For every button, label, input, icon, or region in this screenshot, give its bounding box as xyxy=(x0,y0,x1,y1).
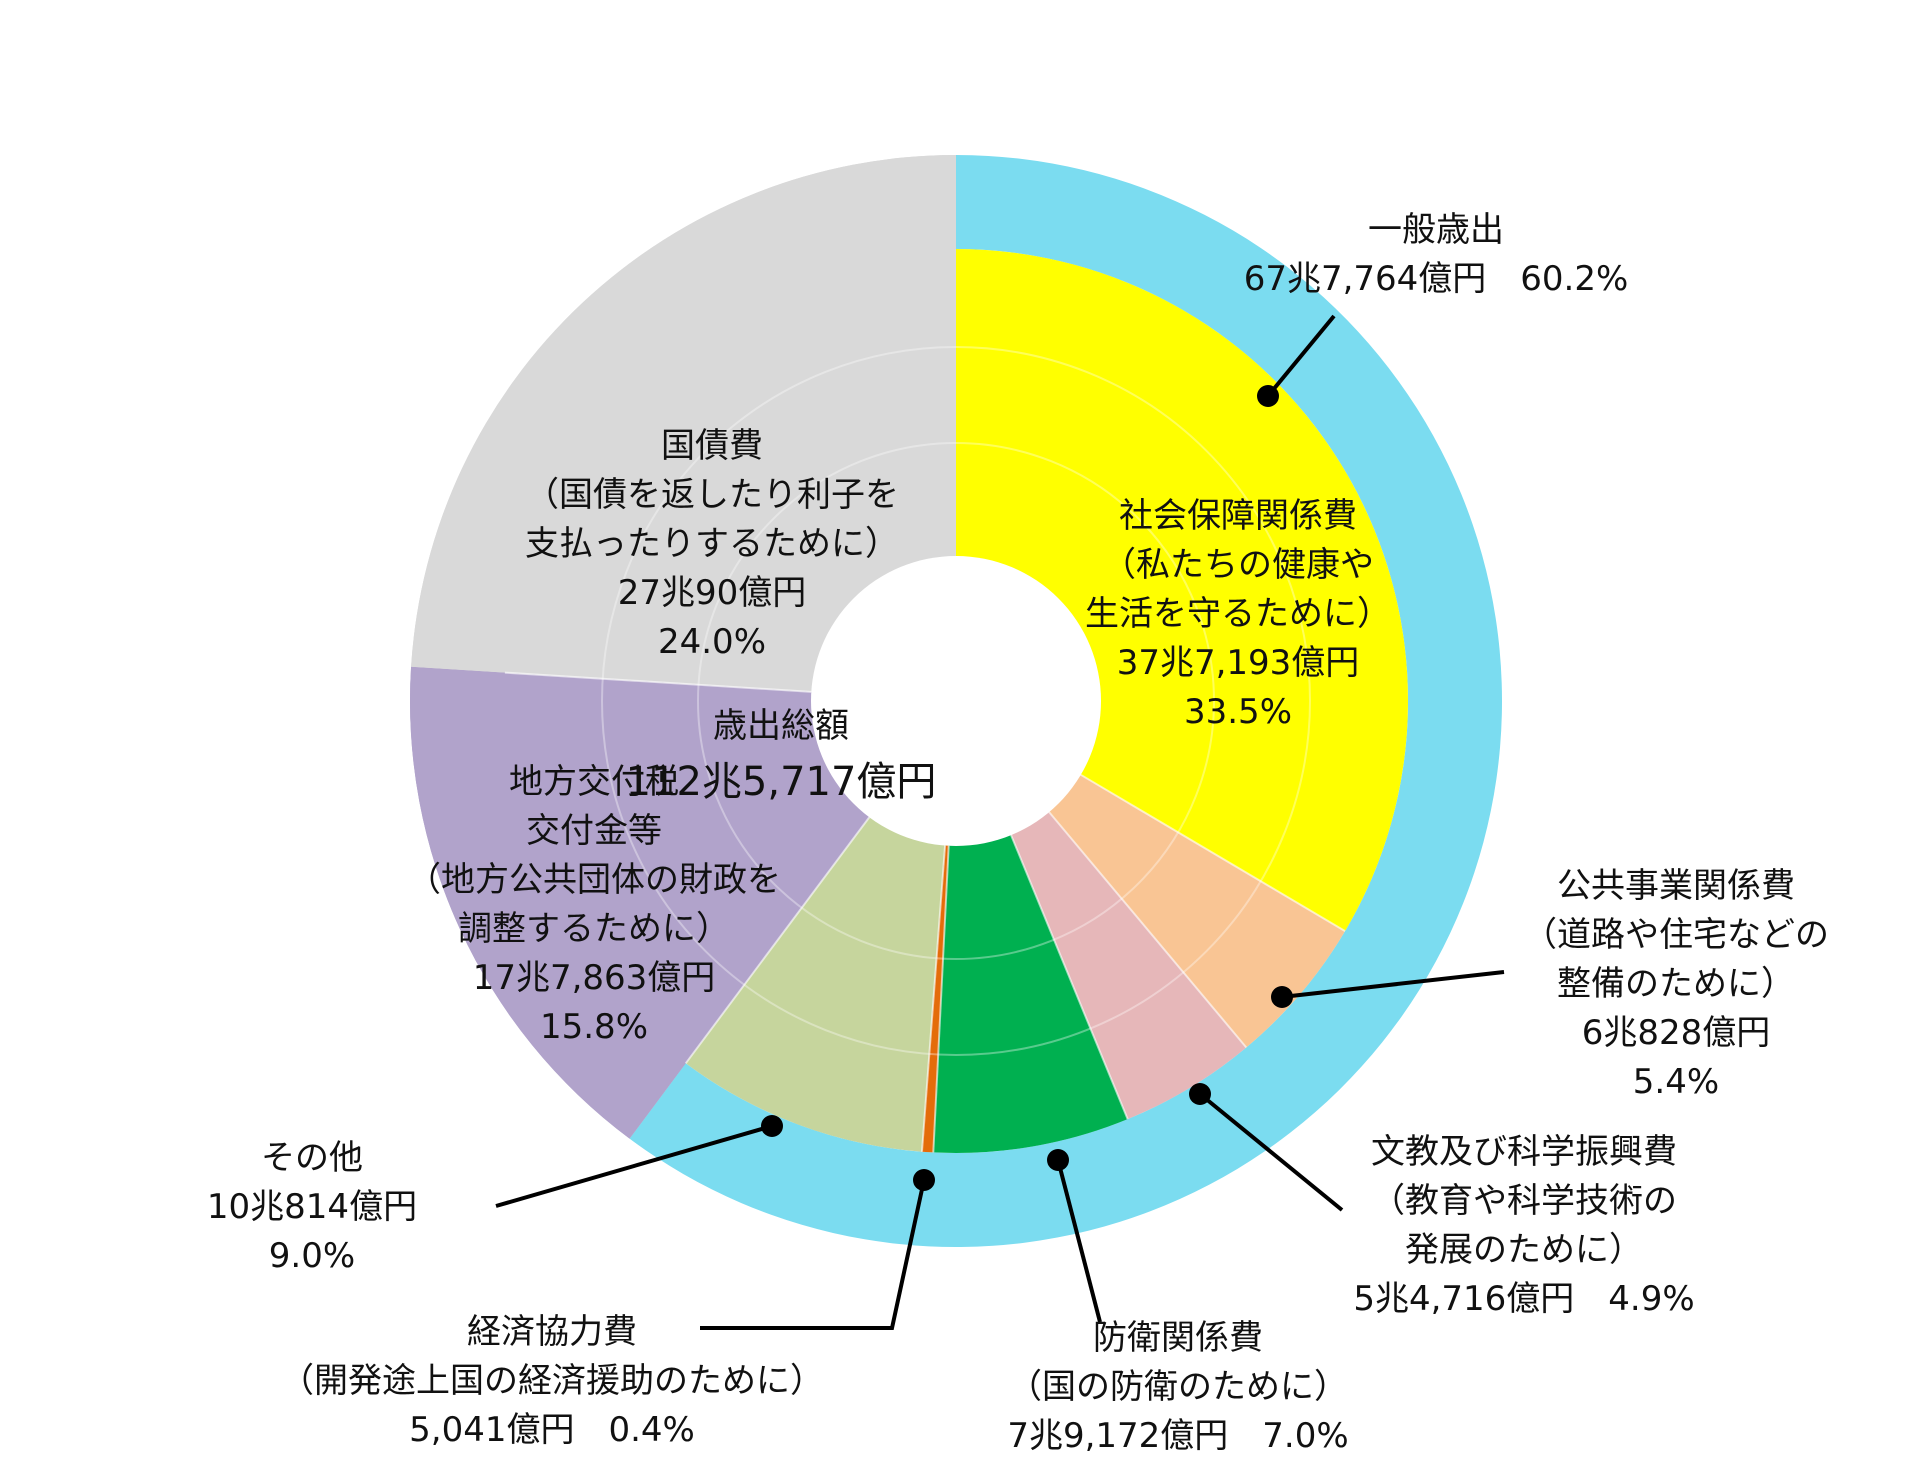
label-local: 地方交付税 交付金等 （地方公共団体の財政を 調整するために） 17兆7,863… xyxy=(374,758,814,1052)
leader-line-education xyxy=(1198,1092,1344,1212)
label-public-works-percent: 5.4% xyxy=(1632,1062,1720,1102)
label-debt-percent: 24.0% xyxy=(657,622,766,662)
label-debt-name: 国債費 xyxy=(661,426,763,466)
leader-dot-economic xyxy=(913,1169,935,1191)
center-hole xyxy=(811,556,1101,846)
label-general-value: 67兆7,764億円 60.2% xyxy=(1243,259,1629,299)
center-total: 112兆5,717億円 xyxy=(625,759,937,805)
label-social-percent: 33.5% xyxy=(1183,692,1292,732)
leader-line-defense xyxy=(1056,1159,1102,1323)
slice-border-7 xyxy=(504,671,812,693)
slice-border-2 xyxy=(1048,811,1248,1049)
label-education-name: 文教及び科学振興費 xyxy=(1371,1132,1677,1172)
slice-7 xyxy=(411,155,956,701)
slice-border-4 xyxy=(932,845,950,1153)
label-public-works-amount: 6兆828億円 xyxy=(1581,1013,1771,1053)
leader-dot-public-works xyxy=(1271,986,1293,1008)
leader-dot-education xyxy=(1189,1083,1211,1105)
label-local-name-2: 交付金等 xyxy=(526,811,662,851)
leader-dot-other xyxy=(761,1115,783,1137)
label-other-amount: 10兆814億円 xyxy=(206,1187,418,1227)
label-debt: 国債費 （国債を返したり利子を 支払ったりするために） 27兆90億円 24.0… xyxy=(492,422,932,667)
label-public-works-desc-1: （道路や住宅などの xyxy=(1523,915,1829,955)
label-debt-desc-1: （国債を返したり利子を xyxy=(525,475,899,515)
center-label: 歳出総額 112兆5,717億円 xyxy=(591,698,971,810)
label-public-works: 公共事業関係費 （道路や住宅などの 整備のために） 6兆828億円 5.4% xyxy=(1456,862,1896,1107)
leader-line-public-works xyxy=(1281,970,1505,999)
label-defense: 防衛関係費 （国の防衛のために） 7兆9,172億円 7.0% xyxy=(938,1314,1418,1461)
label-general-name: 一般歳出 xyxy=(1368,210,1504,250)
label-defense-desc: （国の防衛のために） xyxy=(1008,1367,1348,1407)
label-social-amount: 37兆7,193億円 xyxy=(1116,643,1360,683)
label-social: 社会保障関係費 （私たちの健康や 生活を守るために） 37兆7,193億円 33… xyxy=(1018,492,1458,737)
center-title: 歳出総額 xyxy=(713,706,849,746)
label-economic-desc: （開発途上国の経済援助のために） xyxy=(280,1361,824,1401)
label-debt-amount: 27兆90億円 xyxy=(617,573,807,613)
grid-ring-1 xyxy=(601,346,1311,1056)
slice-borders xyxy=(504,671,1346,1153)
label-education-desc-2: 発展のために） xyxy=(1405,1230,1643,1270)
label-social-desc-1: （私たちの健康や xyxy=(1102,545,1374,585)
inner-slices xyxy=(410,155,1408,1153)
label-local-percent: 15.8% xyxy=(539,1007,648,1047)
slice-border-1 xyxy=(1080,773,1346,932)
slice-border-5 xyxy=(920,845,947,1152)
label-general: 一般歳出 67兆7,764億円 60.2% xyxy=(1156,206,1716,304)
leader-line-economic xyxy=(700,1179,926,1330)
inner-grid xyxy=(601,346,1311,1056)
label-local-desc-1: （地方公共団体の財政を xyxy=(407,860,781,900)
label-public-works-name: 公共事業関係費 xyxy=(1557,866,1795,906)
label-local-desc-2: 調整するために） xyxy=(458,909,730,949)
label-education-amount: 5兆4,716億円 4.9% xyxy=(1353,1279,1695,1319)
leader-line-other xyxy=(495,1124,773,1208)
label-economic-amount: 5,041億円 0.4% xyxy=(409,1410,695,1450)
label-social-name: 社会保障関係費 xyxy=(1119,496,1357,536)
label-education-desc-1: （教育や科学技術の xyxy=(1371,1181,1677,1221)
label-defense-name: 防衛関係費 xyxy=(1093,1318,1263,1358)
grid-ring-0 xyxy=(697,442,1215,960)
label-other-name: その他 xyxy=(261,1138,363,1178)
slice-border-3 xyxy=(1010,834,1129,1120)
label-other-percent: 9.0% xyxy=(268,1236,356,1276)
slice-6 xyxy=(410,666,956,1139)
leader-dot-general xyxy=(1257,385,1279,407)
label-education: 文教及び科学振興費 （教育や科学技術の 発展のために） 5兆4,716億円 4.… xyxy=(1294,1128,1754,1324)
leader-lines xyxy=(495,314,1505,1330)
label-other: その他 10兆814億円 9.0% xyxy=(162,1134,462,1281)
label-debt-desc-2: 支払ったりするために） xyxy=(525,524,899,564)
label-local-amount: 17兆7,863億円 xyxy=(472,958,716,998)
label-economic-name: 経済協力費 xyxy=(467,1312,637,1352)
label-economic: 経済協力費 （開発途上国の経済援助のために） 5,041億円 0.4% xyxy=(242,1308,862,1455)
label-local-name-1: 地方交付税 xyxy=(509,762,679,802)
leader-line-general xyxy=(1266,314,1336,398)
label-defense-amount: 7兆9,172億円 7.0% xyxy=(1007,1416,1349,1456)
label-social-desc-2: 生活を守るために） xyxy=(1085,594,1391,634)
slice-border-6 xyxy=(684,816,871,1064)
label-public-works-desc-2: 整備のために） xyxy=(1557,964,1795,1004)
outer-ring-segment-0 xyxy=(629,155,1502,1247)
leader-dot-defense xyxy=(1047,1149,1069,1171)
